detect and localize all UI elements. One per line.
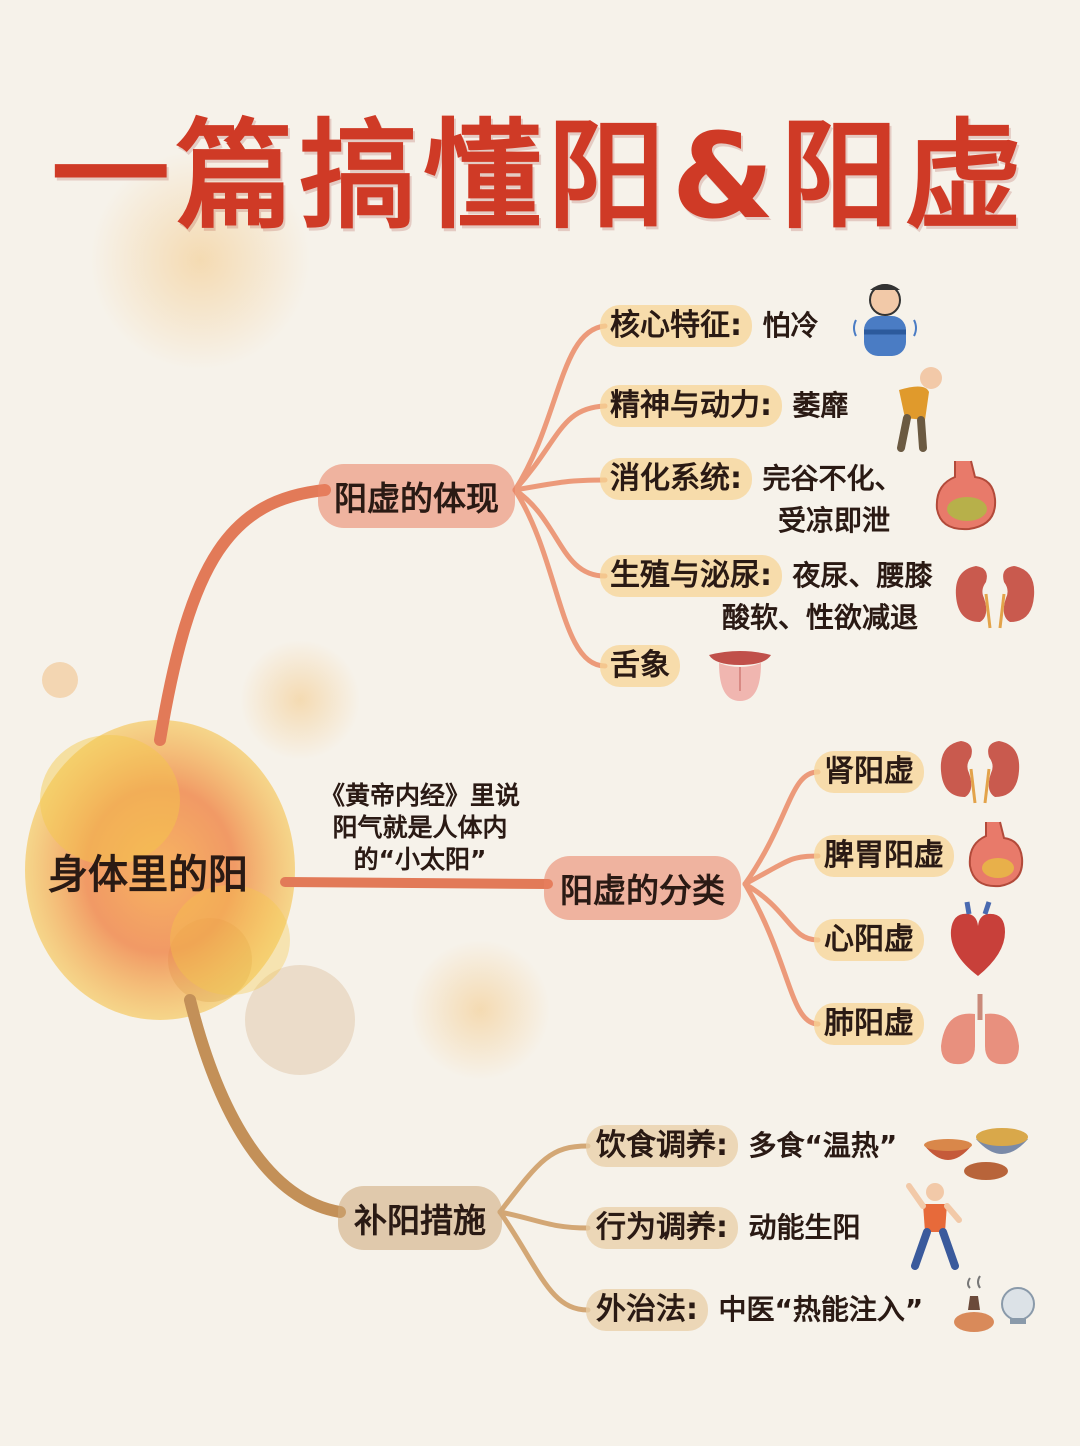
connector-manifest	[154, 484, 331, 746]
leaf-key: 外治法:	[586, 1289, 708, 1331]
tongue-icon	[709, 651, 771, 701]
leaf-tongue: 舌象	[600, 645, 680, 687]
leaf-key: 心阳虚	[814, 919, 924, 961]
quote-line: 《黄帝内经》里说	[319, 781, 520, 810]
leaf-value: 中医“热能注入”	[718, 1293, 924, 1326]
leaf-behavior: 行为调养: 动能生阳	[586, 1207, 860, 1249]
sub-connector	[512, 487, 608, 669]
sub-connector	[742, 881, 821, 1027]
leaf-value: 萎靡	[792, 389, 849, 422]
leaf-key: 肾阳虚	[814, 751, 924, 793]
sub-connector	[742, 881, 821, 943]
food-bowls-icon	[924, 1128, 1028, 1180]
leaf-key: 消化系统:	[600, 458, 752, 500]
leaf-value: 怕冷	[762, 309, 819, 342]
leaf-spirit: 精神与动力: 萎靡	[600, 385, 848, 427]
stomach-icon	[935, 460, 997, 531]
sub-connector	[497, 1209, 591, 1313]
leaf-spleen-yang: 脾胃阳虚	[814, 835, 954, 877]
leaf-value-line2: 受凉即泄	[778, 504, 891, 537]
connector-types	[280, 877, 553, 889]
branch-types: 阳虚的分类	[544, 856, 741, 920]
exercising-person-icon	[906, 1183, 962, 1270]
shivering-person-icon	[853, 284, 917, 356]
sun-blob	[25, 720, 295, 1020]
sun-blob-highlight	[40, 735, 180, 865]
sub-connector	[512, 477, 608, 493]
leaf-key: 精神与动力:	[600, 385, 782, 427]
leaf-value: 完谷不化、	[762, 462, 903, 495]
branch-manifestations: 阳虚的体现	[318, 464, 515, 528]
moxibustion-cupping-icon	[954, 1275, 1035, 1332]
quote-line: 阳气就是人体内	[332, 813, 508, 842]
leaf-key: 行为调养:	[586, 1207, 738, 1249]
sun-blob-highlight	[170, 885, 290, 995]
leaf-digestion: 消化系统: 完谷不化、 受凉即泄	[600, 458, 902, 542]
leaf-key: 核心特征:	[600, 305, 752, 347]
heart-icon	[950, 901, 1005, 976]
leaf-lung-yang: 肺阳虚	[814, 1003, 924, 1045]
lungs-icon	[941, 994, 1019, 1065]
leaf-key: 肺阳虚	[814, 1003, 924, 1045]
leaf-key: 饮食调养:	[586, 1125, 738, 1167]
leaf-diet: 饮食调养: 多食“温热”	[586, 1125, 897, 1167]
watercolor-splash	[410, 940, 550, 1080]
sub-connector	[512, 403, 608, 493]
sub-connector	[497, 1209, 591, 1231]
watercolor-splash	[90, 150, 310, 370]
page-title: 一篇搞懂阳&阳虚	[51, 107, 1029, 245]
leaf-core-feature: 核心特征: 怕冷	[600, 305, 818, 347]
kidneys-icon	[955, 566, 1035, 629]
quote-line: 的“小太阳”	[353, 845, 487, 874]
leaf-reproductive: 生殖与泌尿: 夜尿、腰膝 酸软、性欲减退	[600, 555, 932, 639]
leaf-key: 脾胃阳虚	[814, 835, 954, 877]
watercolor-splash	[240, 640, 360, 760]
leaf-kidney-yang: 肾阳虚	[814, 751, 924, 793]
watercolor-splash	[42, 662, 78, 698]
sub-connector	[512, 487, 608, 579]
sub-connector	[742, 769, 821, 887]
tired-person-icon	[897, 367, 942, 452]
leaf-value: 动能生阳	[748, 1211, 861, 1244]
leaf-key: 生殖与泌尿:	[600, 555, 782, 597]
sub-connector	[742, 853, 821, 887]
connector-measures	[184, 994, 346, 1218]
stomach-icon	[968, 821, 1024, 888]
leaf-key: 舌象	[600, 645, 680, 687]
leaf-heart-yang: 心阳虚	[814, 919, 924, 961]
sub-connector	[497, 1143, 591, 1215]
leaf-external: 外治法: 中医“热能注入”	[586, 1289, 923, 1331]
leaf-value-line2: 酸软、性欲减退	[722, 601, 919, 634]
watercolor-splash	[245, 965, 355, 1075]
kidneys-icon	[940, 741, 1020, 804]
center-node-label: 身体里的阳	[48, 852, 248, 898]
branch-measures: 补阳措施	[338, 1186, 502, 1250]
sub-connector	[512, 323, 608, 493]
leaf-value: 多食“温热”	[748, 1129, 898, 1162]
leaf-value: 夜尿、腰膝	[792, 559, 933, 592]
neijing-quote: 《黄帝内经》里说 阳气就是人体内 的“小太阳”	[300, 780, 540, 876]
